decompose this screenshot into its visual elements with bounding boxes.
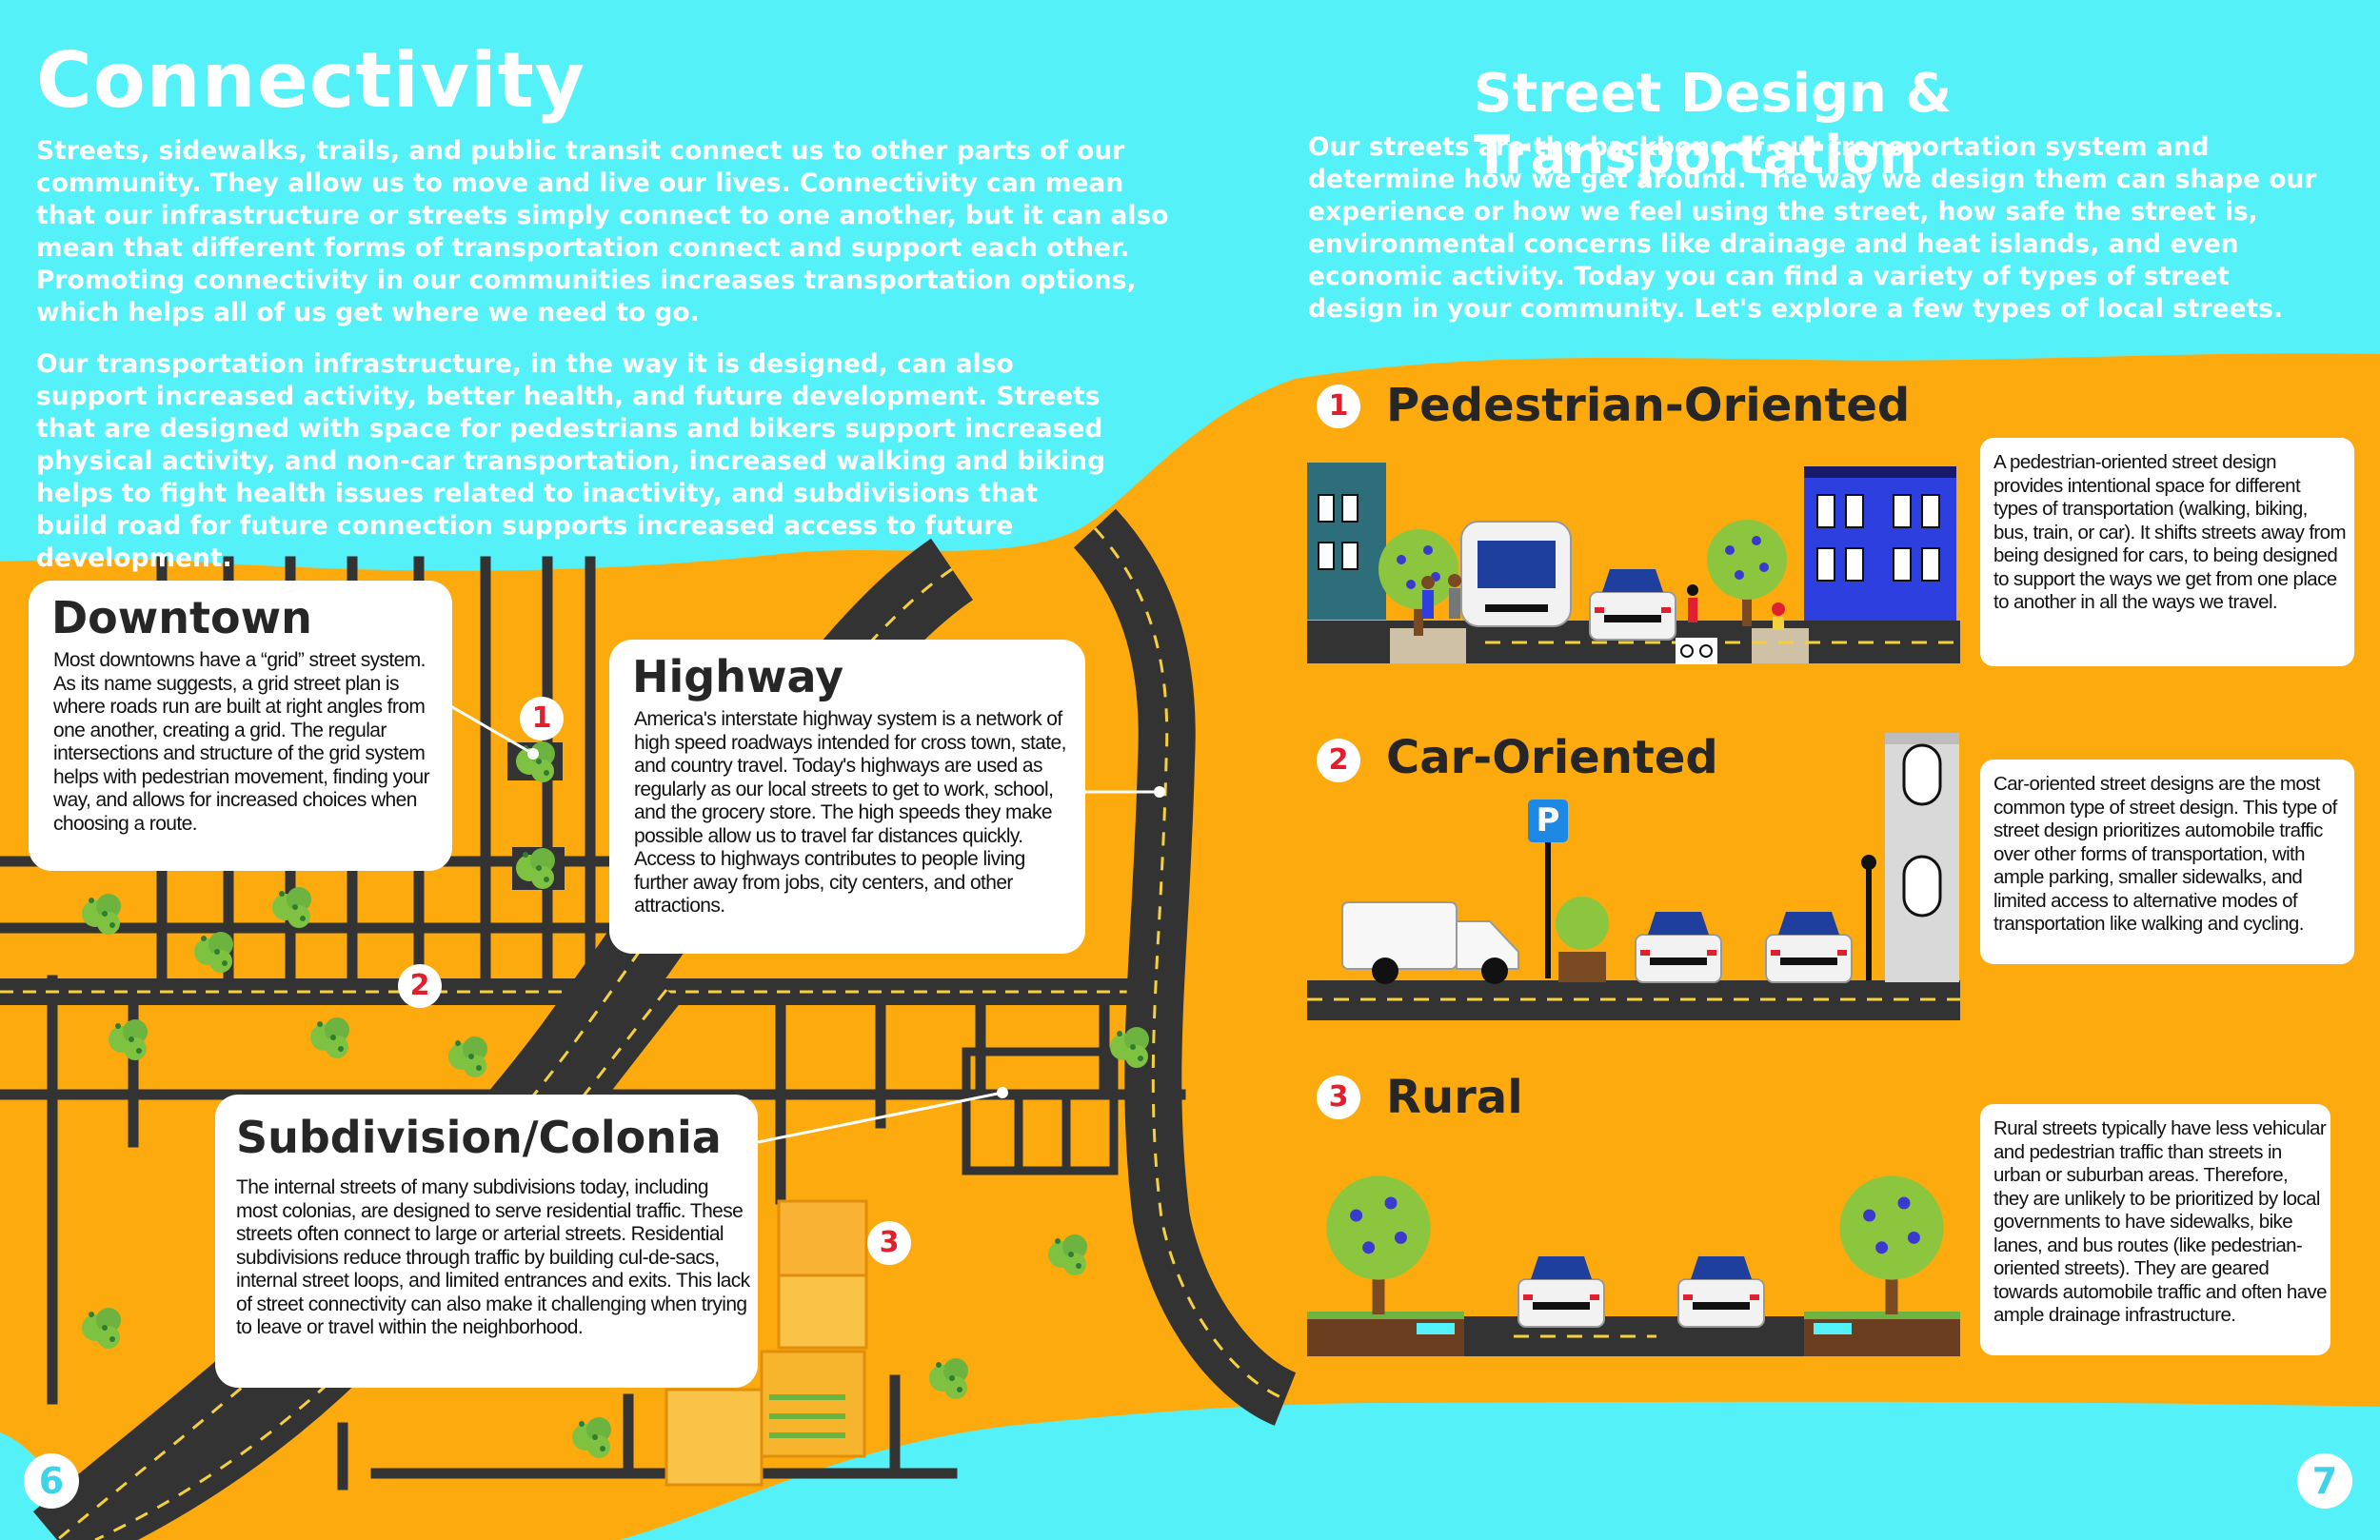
highway-text: America's interstate highway system is a…: [634, 708, 1066, 917]
rural-description: Rural streets typically have less vehicu…: [1980, 1104, 2330, 1355]
map-marker-3: 3: [867, 1221, 911, 1265]
rural-text: Rural streets typically have less vehicu…: [1993, 1117, 2328, 1326]
downtown-card: Downtown Most downtowns have a “grid” st…: [29, 581, 452, 871]
subdivision-title: Subdivision/Colonia: [236, 1112, 722, 1163]
downtown-text: Most downtowns have a “grid” street syst…: [53, 649, 430, 835]
section-number-1: 1: [1317, 385, 1360, 428]
map-marker-2: 2: [398, 964, 442, 1008]
street-design-intro: Our streets are the backbone of our tran…: [1308, 132, 2317, 324]
car-oriented-description: Car-oriented street designs are the most…: [1980, 760, 2354, 964]
pedestrian-oriented-text: A pedestrian-oriented street design prov…: [1993, 451, 2347, 613]
connectivity-paragraph-2: Our transportation infrastructure, in th…: [36, 349, 1105, 573]
connectivity-paragraph-1: Streets, sidewalks, trails, and public t…: [36, 136, 1169, 327]
section-number-2: 2: [1317, 739, 1360, 782]
subdivision-text: The internal streets of many subdivision…: [236, 1176, 750, 1338]
section-title-pedestrian-oriented: Pedestrian-Oriented: [1386, 379, 1911, 432]
page-title-street-design: Street Design & Transportation: [1474, 63, 1953, 187]
section-number-3: 3: [1317, 1076, 1360, 1119]
section-title-rural: Rural: [1386, 1071, 1523, 1124]
pedestrian-oriented-description: A pedestrian-oriented street design prov…: [1980, 438, 2354, 666]
map-marker-1: 1: [520, 697, 564, 740]
highway-card: Highway America's interstate highway sys…: [609, 640, 1085, 954]
subdivision-card: Subdivision/Colonia The internal streets…: [215, 1095, 758, 1388]
parking-sign-icon: P: [1536, 801, 1560, 839]
downtown-title: Downtown: [51, 592, 312, 643]
section-title-car-oriented: Car-Oriented: [1386, 731, 1718, 784]
page-title-connectivity: Connectivity: [36, 36, 585, 125]
page-number-right: 7: [2297, 1453, 2352, 1509]
car-oriented-text: Car-oriented street designs are the most…: [1993, 773, 2337, 935]
highway-title: Highway: [632, 651, 844, 702]
page-number-left: 6: [24, 1453, 79, 1509]
